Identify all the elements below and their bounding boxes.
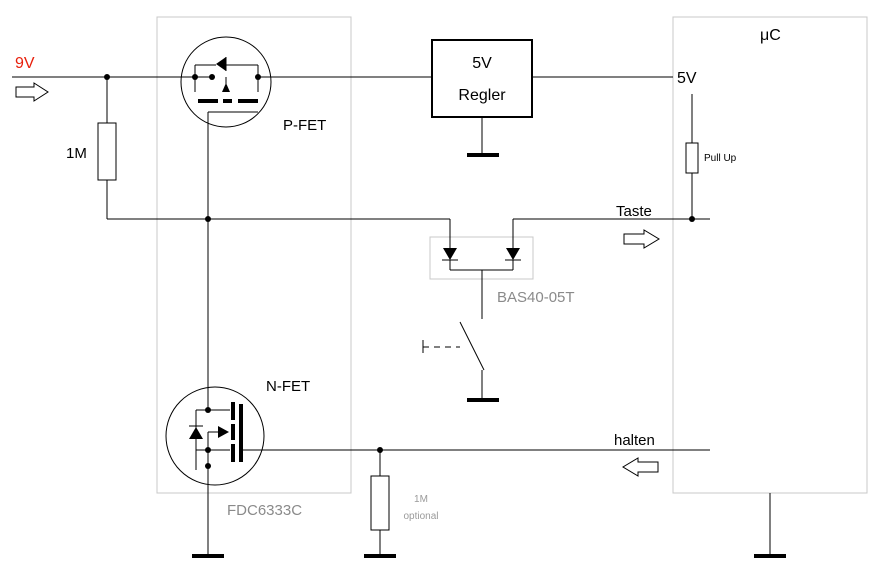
mcu-5v-label: 5V — [677, 70, 697, 87]
halten-arrow-icon — [622, 457, 659, 477]
pfet-label: P-FET — [283, 117, 326, 134]
optional-resistor-note: optional — [403, 511, 438, 522]
pull-up-label: Pull Up — [704, 153, 737, 164]
resistor-optional — [364, 450, 396, 558]
nfet-symbol — [165, 386, 380, 558]
fet-part-label: FDC6333C — [227, 502, 302, 519]
regulator-block — [431, 39, 533, 157]
input-voltage-label: 9V — [15, 55, 35, 72]
push-button-switch — [422, 321, 499, 402]
taste-arrow-icon — [623, 229, 660, 249]
mcu-label: μC — [760, 27, 781, 44]
dual-diode-symbol — [442, 248, 521, 319]
nfet-label: N-FET — [266, 378, 310, 395]
fdc6333c-package-outline — [156, 16, 352, 494]
taste-label: Taste — [616, 203, 652, 220]
regulator-voltage: 5V — [472, 55, 492, 72]
taste-wire — [512, 218, 710, 248]
control-node-wire — [107, 121, 451, 410]
supply-rail — [12, 74, 673, 80]
halten-label: halten — [614, 432, 655, 449]
pull-up-resistor — [685, 94, 699, 222]
diode-part-label: BAS40-05T — [497, 289, 575, 306]
resistor-1m — [97, 77, 117, 219]
mcu-ground — [754, 493, 786, 558]
pfet-symbol — [180, 36, 272, 128]
halten-wire — [377, 447, 710, 453]
mcu-outline — [672, 16, 868, 494]
input-arrow-icon — [15, 82, 49, 102]
resistor-1m-label: 1M — [66, 145, 87, 162]
optional-resistor-value: 1M — [414, 494, 428, 505]
regulator-label: Regler — [458, 87, 506, 104]
